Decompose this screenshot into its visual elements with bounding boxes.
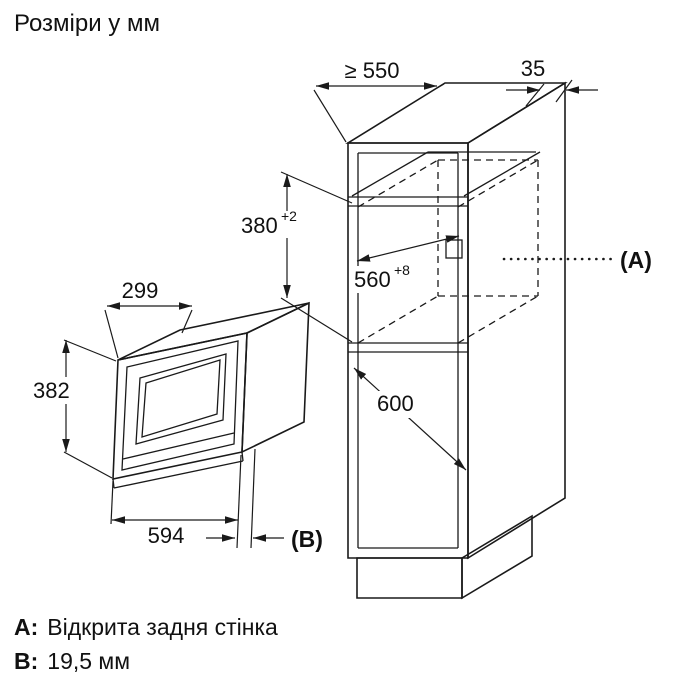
lower-section-value: 600 — [377, 391, 414, 416]
legend-key-a: A: — [14, 614, 39, 640]
niche-socket-cutout — [445, 239, 463, 259]
cabinet-inner-frame — [357, 152, 459, 549]
dimension-niche-width: 560 +8 — [350, 235, 460, 293]
microwave-height-value: 382 — [33, 378, 70, 403]
cabinet-right-face — [467, 81, 566, 560]
legend-row-b: B: 19,5 мм — [14, 644, 278, 678]
microwave-top-face — [117, 302, 310, 361]
microwave-door-window-inner — [141, 359, 221, 438]
cabinet-depth-value: ≥ 550 — [345, 58, 400, 83]
legend-key-b: B: — [14, 648, 39, 674]
dimension-microwave-height: 382 — [28, 339, 117, 479]
legend-text-a: Відкрита задня стінка — [47, 614, 278, 640]
dimension-lower-section: 600 — [353, 367, 467, 471]
callout-b-label: (B) — [291, 526, 323, 552]
dimension-microwave-depth: 299 — [104, 278, 193, 359]
legend-row-a: A: Відкрита задня стінка — [14, 610, 278, 644]
microwave-door-trim — [122, 432, 235, 460]
niche-width-value: 560 — [354, 267, 391, 292]
callout-b: (B) — [206, 448, 323, 552]
callout-a: (A) — [502, 247, 652, 273]
cabinet-plinth-front — [356, 557, 463, 599]
niche-height-value: 380 — [241, 213, 278, 238]
page-title: Розміри у мм — [14, 10, 160, 37]
legend-text-b: 19,5 мм — [47, 648, 131, 674]
dimension-niche-height: 380 +2 — [237, 171, 353, 343]
cabinet-plinth-side — [461, 514, 533, 600]
rear-gap-value: 35 — [521, 56, 545, 81]
niche-hidden-edges — [357, 159, 539, 344]
niche-height-tolerance: +2 — [281, 208, 297, 224]
microwave-door — [121, 340, 239, 471]
cabinet-drawing — [345, 81, 568, 600]
microwave-drawing — [112, 301, 310, 489]
cabinet-top-face — [345, 82, 568, 144]
microwave-right-face — [241, 301, 310, 454]
microwave-base-lip — [112, 451, 244, 489]
dimension-cabinet-depth: ≥ 550 — [313, 58, 445, 143]
dimension-rear-gap: 35 — [506, 56, 598, 107]
niche-width-tolerance: +8 — [394, 262, 410, 278]
cabinet-front-face — [347, 142, 469, 559]
microwave-width-value: 594 — [148, 523, 185, 548]
callout-a-label: (A) — [620, 247, 652, 273]
microwave-depth-value: 299 — [122, 278, 159, 303]
cabinet-shelves — [348, 151, 541, 353]
dimension-microwave-width: 594 — [110, 480, 238, 548]
legend: A: Відкрита задня стінка B: 19,5 мм — [14, 610, 278, 678]
microwave-door-window-outer — [135, 353, 227, 445]
